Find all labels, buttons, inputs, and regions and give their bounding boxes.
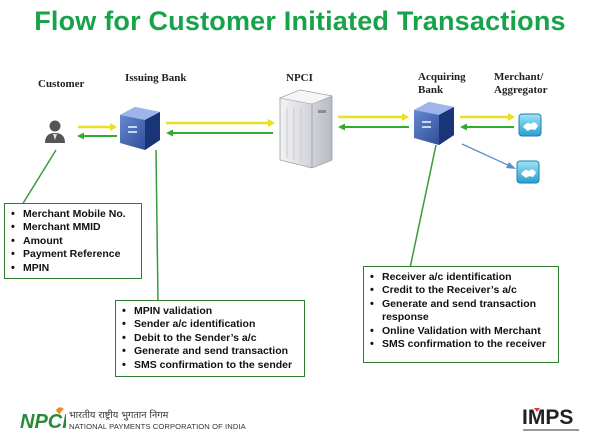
acquiring-bank-info-box: Receiver a/c identification Credit to th… — [363, 266, 559, 363]
issuing-bank-label: Issuing Bank — [125, 72, 187, 84]
issuing-to-customer-arrow — [77, 132, 117, 140]
imps-logo: IMPS — [522, 406, 579, 431]
list-item: SMS confirmation to the receiver — [370, 338, 552, 352]
list-item: Sender a/c identification — [122, 318, 298, 332]
imps-logo-text: IMPS — [522, 406, 573, 429]
customer-info-box: Merchant Mobile No. Merchant MMID Amount… — [4, 203, 142, 279]
mainframe-icon — [278, 89, 334, 169]
acquiring-to-npci-arrow — [338, 123, 409, 131]
list-item: Credit to the Receiver’s a/c — [370, 284, 552, 298]
person-icon — [45, 120, 65, 143]
issuing-connector-line — [155, 149, 159, 303]
npci-logo-text: NPCI — [20, 411, 66, 433]
list-item: Debit to the Sender’s a/c — [122, 332, 298, 346]
merchant-label: Merchant/ Aggregator — [494, 71, 548, 97]
acquiring-bank-label-line1: Acquiring — [418, 71, 466, 83]
merchant-label-line2: Aggregator — [494, 84, 548, 96]
server-icon — [414, 102, 454, 145]
list-item: Merchant MMID — [11, 221, 135, 235]
npci-label: NPCI — [286, 72, 313, 84]
list-item: MPIN validation — [122, 305, 298, 319]
handshake-icon — [516, 160, 540, 184]
npci-hindi-name: भारतीय राष्ट्रीय भुगतान निगम — [69, 410, 169, 421]
npci-to-acquiring-arrow — [338, 113, 409, 121]
list-item: SMS confirmation to the sender — [122, 359, 298, 373]
page-title: Flow for Customer Initiated Transactions — [34, 6, 566, 36]
merchant-label-line1: Merchant/ — [494, 71, 544, 83]
list-item: Payment Reference — [11, 248, 135, 262]
list-item: Generate and send transaction — [122, 345, 298, 359]
npci-english-name: NATIONAL PAYMENTS CORPORATION OF INDIA — [69, 422, 246, 431]
list-item: MPIN — [11, 262, 135, 276]
issuing-to-npci-arrow — [166, 119, 275, 127]
server-icon — [120, 107, 160, 150]
list-item: Receiver a/c identification — [370, 271, 552, 285]
npci-to-issuing-arrow — [166, 129, 273, 137]
list-item: Online Validation with Merchant — [370, 325, 552, 339]
npci-logo: NPCI — [20, 407, 66, 433]
handshake-icon — [518, 113, 542, 137]
acquiring-bank-label-line2: Bank — [418, 84, 444, 96]
customer-connector-line — [21, 149, 57, 206]
merchant-to-acquiring-arrow — [460, 123, 514, 131]
list-item: Merchant Mobile No. — [11, 208, 135, 222]
list-item: Amount — [11, 235, 135, 249]
acquiring-to-aggregator-arrow — [461, 143, 516, 169]
acquiring-to-merchant-arrow — [460, 113, 515, 121]
customer-label: Customer — [38, 78, 85, 90]
acquiring-connector-line — [409, 144, 437, 269]
list-item: Generate and send transaction — [370, 298, 552, 312]
issuing-bank-info-box: MPIN validation Sender a/c identificatio… — [115, 300, 305, 377]
acquiring-bank-label: Acquiring Bank — [418, 71, 466, 97]
customer-to-issuing-arrow — [78, 123, 117, 131]
list-item: response — [382, 311, 429, 324]
